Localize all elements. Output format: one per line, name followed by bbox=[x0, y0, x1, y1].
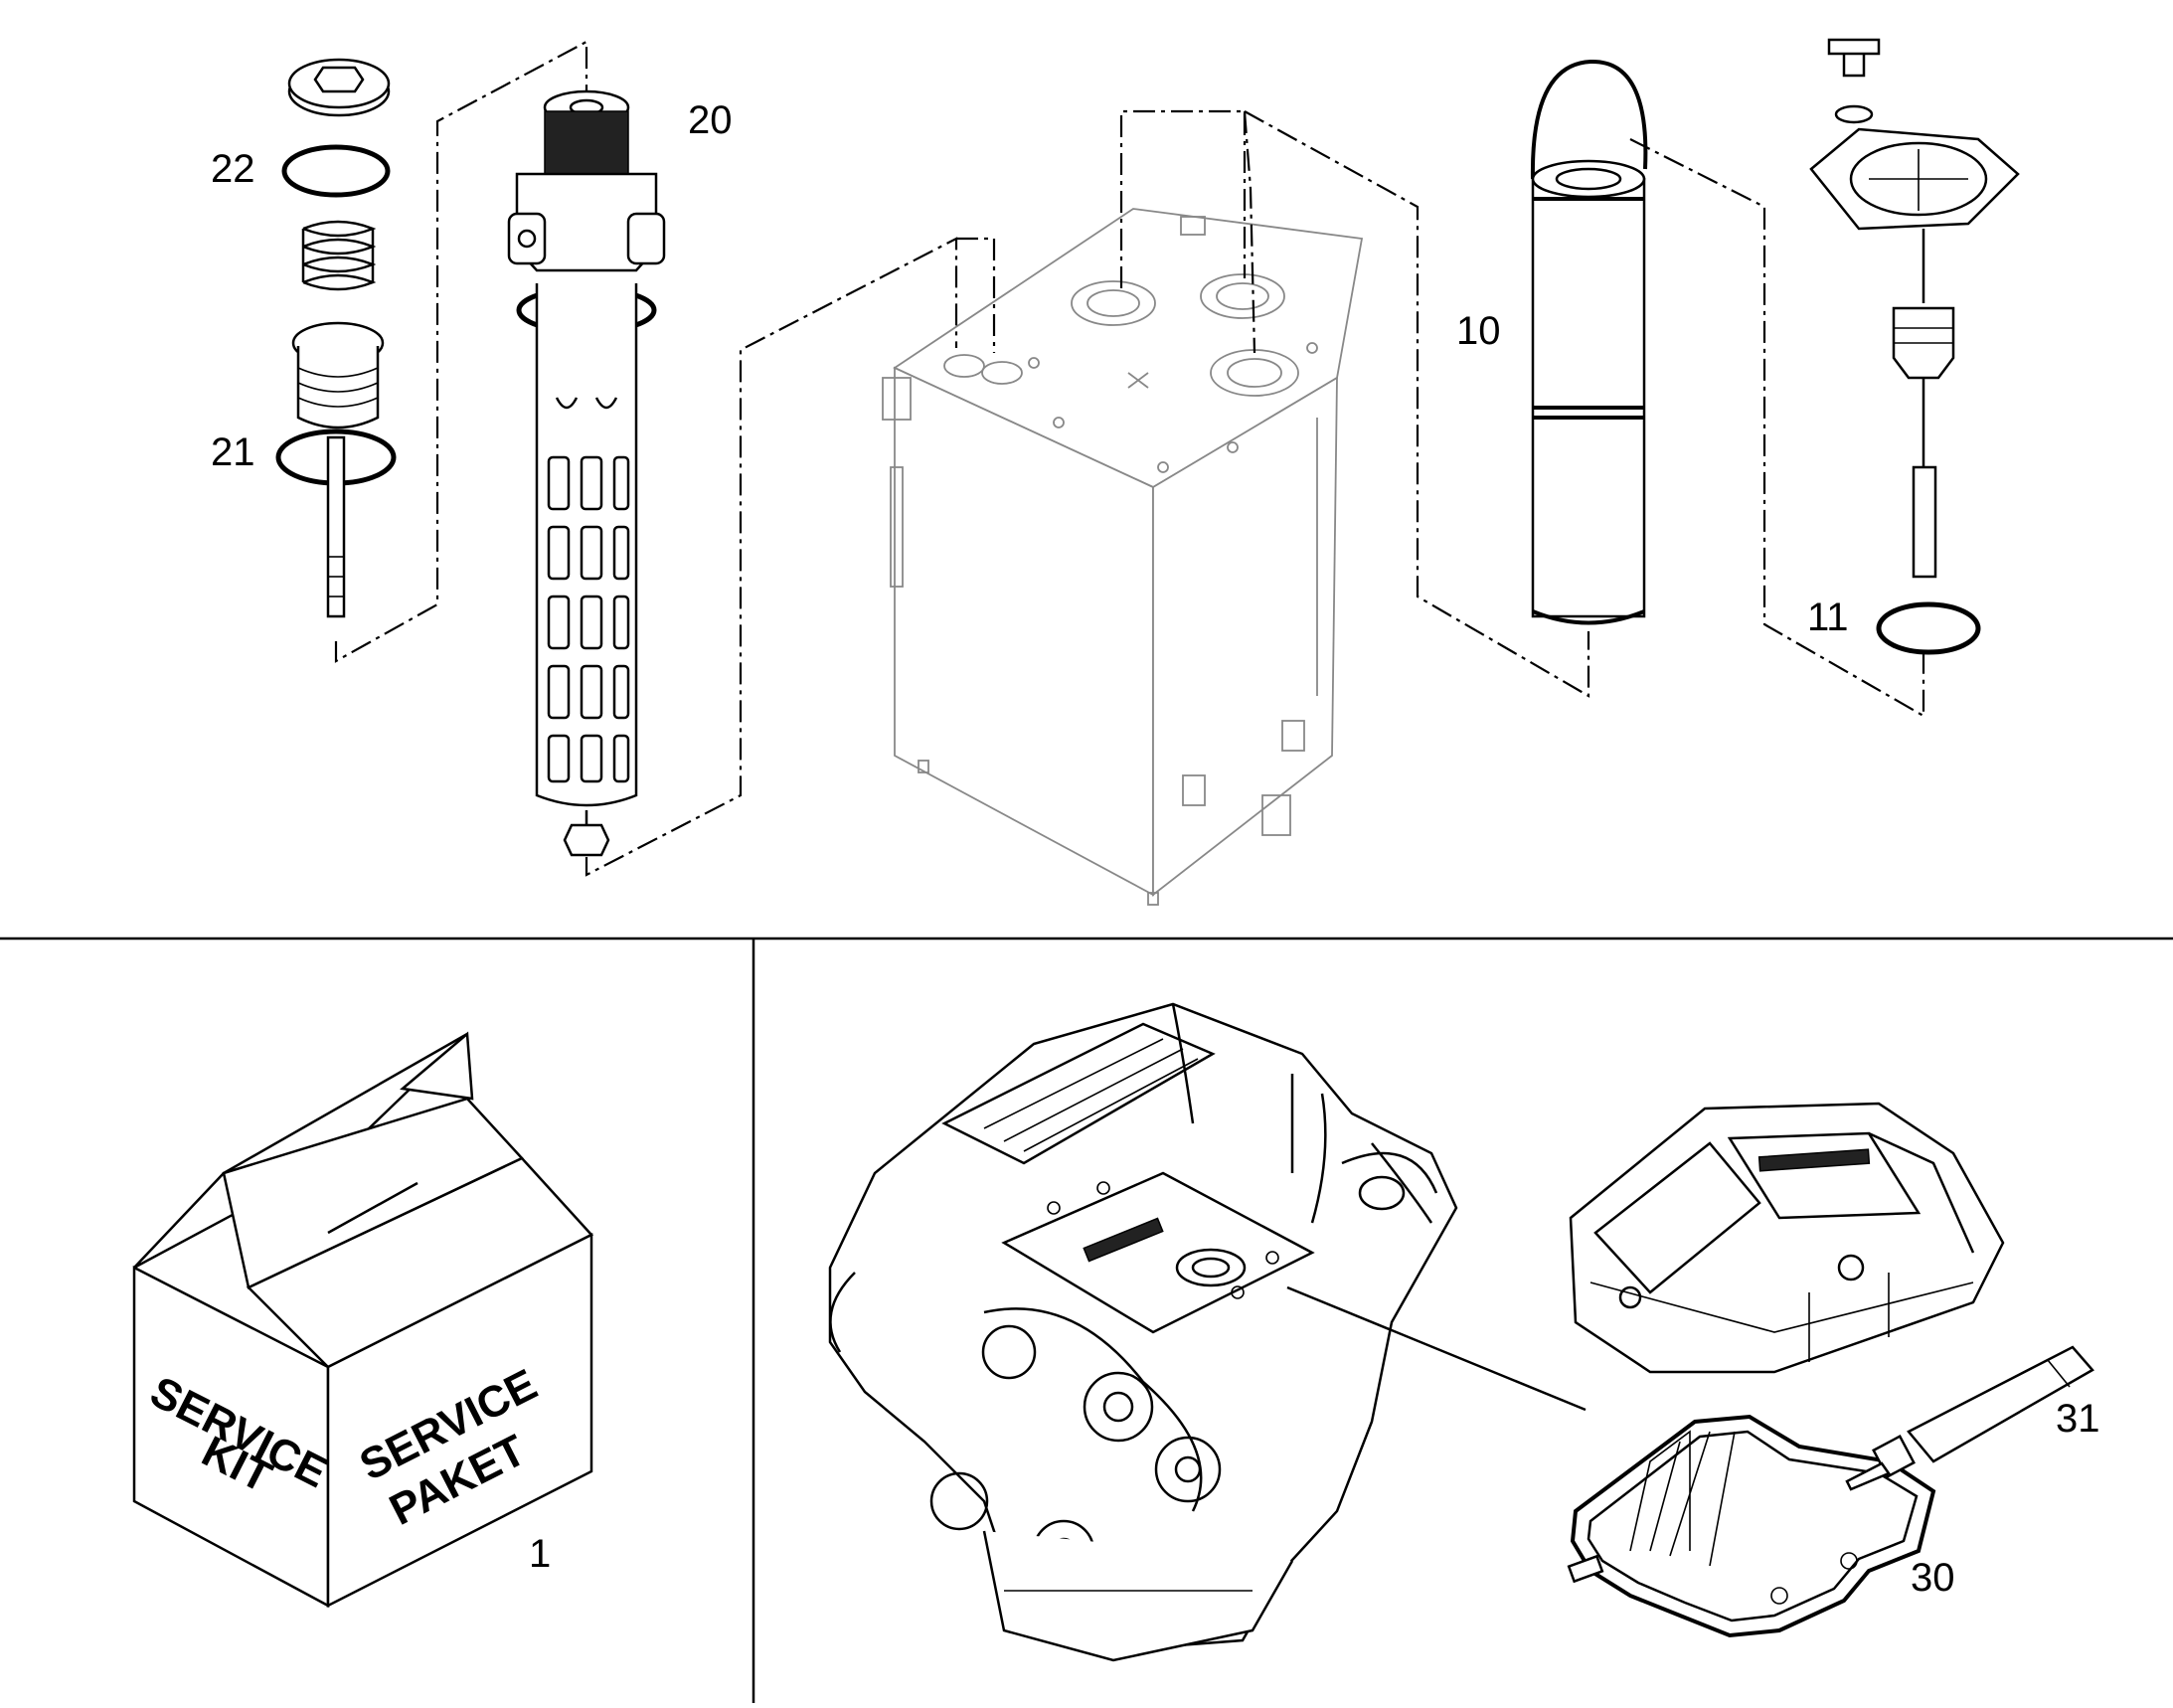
filter-element-10 bbox=[1530, 59, 1648, 625]
callout-1: 1 bbox=[529, 1532, 551, 1576]
valve-cover bbox=[1569, 1102, 2005, 1374]
callout-31: 31 bbox=[2056, 1397, 2100, 1441]
sealant-tube-31 bbox=[1845, 1345, 2094, 1491]
callout-22: 22 bbox=[211, 147, 255, 191]
panel-dividers bbox=[0, 937, 2173, 1703]
breather-valve-11 bbox=[1809, 38, 2020, 655]
callout-20: 20 bbox=[688, 98, 733, 142]
engine-illustration bbox=[828, 1002, 1458, 1662]
callout-21: 21 bbox=[211, 430, 255, 474]
callout-10: 10 bbox=[1456, 309, 1501, 353]
valve-cover-gasket-30 bbox=[1567, 1414, 1936, 1638]
tube-perforations bbox=[547, 455, 630, 783]
service-kit-box: SERVICE KIT SERVICE PAKET bbox=[132, 1031, 594, 1609]
assembly-lines bbox=[334, 40, 1925, 877]
hydraulic-tank bbox=[882, 208, 1364, 906]
callout-11: 11 bbox=[1807, 596, 1849, 639]
callouts: 22 21 20 10 11 1 30 31 bbox=[211, 98, 2100, 1600]
filter-element-20 bbox=[507, 89, 666, 857]
gasket-leader-line bbox=[1286, 1285, 1587, 1412]
return-filter-assembly bbox=[275, 58, 397, 618]
callout-30: 30 bbox=[1911, 1556, 1955, 1600]
